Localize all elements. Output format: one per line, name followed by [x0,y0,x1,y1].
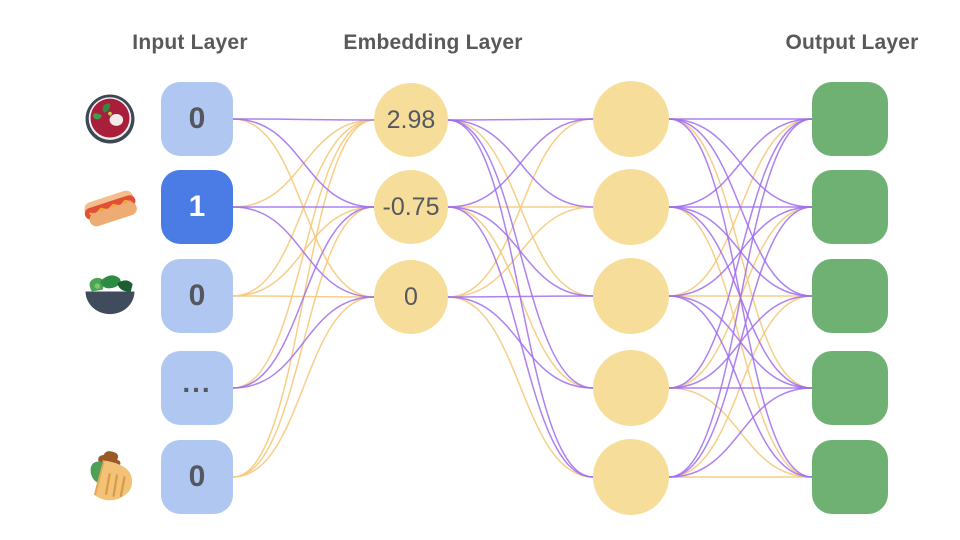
edge [447,118,594,208]
edge [232,119,375,389]
pita-icon [81,448,139,506]
embedding-node: 2.98 [374,83,448,157]
edge [668,118,813,478]
output-node [812,170,888,244]
input-node: ... [161,351,233,425]
soup-bowl-icon [81,90,139,148]
edge [232,119,375,297]
embedding-layer-title: Embedding Layer [343,31,523,54]
output-layer-title: Output Layer [785,31,919,54]
hidden-node [593,169,669,245]
output-node [812,259,888,333]
input-node: 0 [161,440,233,514]
edge [447,296,594,389]
input-node: 0 [161,259,233,333]
input-layer-title: Input Layer [132,31,248,54]
edge [447,296,594,478]
edge [447,119,594,389]
salad-icon [81,267,139,325]
edge [232,206,375,389]
edge [668,206,813,478]
hidden-node [593,439,669,515]
output-node [812,351,888,425]
edge [232,296,375,478]
hidden-node [593,81,669,157]
edge [447,295,594,298]
edge [668,118,813,208]
edge [447,118,594,298]
hot-dog-icon [81,178,139,236]
edge [668,118,813,389]
hidden-node [593,258,669,334]
edge [232,206,375,298]
edge [232,118,375,208]
edge [447,118,594,121]
edge [232,118,375,121]
edge [232,296,375,389]
input-node: 1 [161,170,233,244]
edge [447,206,594,297]
input-node: 0 [161,82,233,156]
edge [447,119,594,478]
embedding-node: -0.75 [374,170,448,244]
output-node [812,440,888,514]
output-node [812,82,888,156]
embedding-node: 0 [374,260,448,334]
hidden-node [593,350,669,426]
edge [668,387,813,478]
edge [668,295,813,478]
